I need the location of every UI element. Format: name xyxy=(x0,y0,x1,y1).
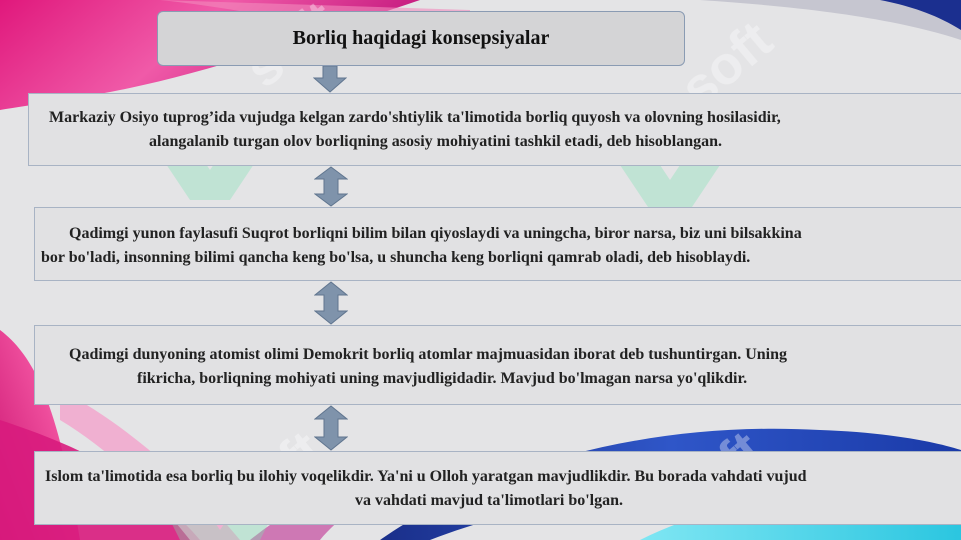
block-line: Islom ta'limotida esa borliq bu ilohiy v… xyxy=(45,468,807,485)
double-arrow-icon xyxy=(314,166,348,207)
double-arrow-icon xyxy=(314,405,348,451)
block-line: alangalanib turgan olov borliqning asosi… xyxy=(149,133,723,150)
concept-block-islam: Islom ta'limotida esa borliq bu ilohiy v… xyxy=(34,451,961,525)
down-arrow-icon xyxy=(313,66,347,93)
concept-block-socrates: Qadimgi yunon faylasufi Suqrot borliqni … xyxy=(34,207,961,281)
diagram-title-box: Borliq haqidagi konsepsiyalar xyxy=(157,11,685,66)
concept-block-democritus: Qadimgi dunyoning atomist olimi Demokrit… xyxy=(34,325,961,405)
block-line: fikricha, borliqning mohiyati uning mavj… xyxy=(137,370,748,387)
block-line: bor bo'ladi, insonning bilimi qancha ken… xyxy=(41,249,751,266)
double-arrow-icon xyxy=(314,281,348,325)
block-line: Qadimgi dunyoning atomist olimi Demokrit… xyxy=(69,346,788,363)
block-line: Markaziy Osiyo tuprog’ida vujudga kelgan… xyxy=(49,109,781,126)
diagram-title: Borliq haqidagi konsepsiyalar xyxy=(292,27,550,49)
concept-block-zoroastrianism: Markaziy Osiyo tuprog’ida vujudga kelgan… xyxy=(28,93,961,166)
block-line: Qadimgi yunon faylasufi Suqrot borliqni … xyxy=(69,225,802,242)
block-line: va vahdati mavjud ta'limotlari bo'lgan. xyxy=(355,492,624,509)
